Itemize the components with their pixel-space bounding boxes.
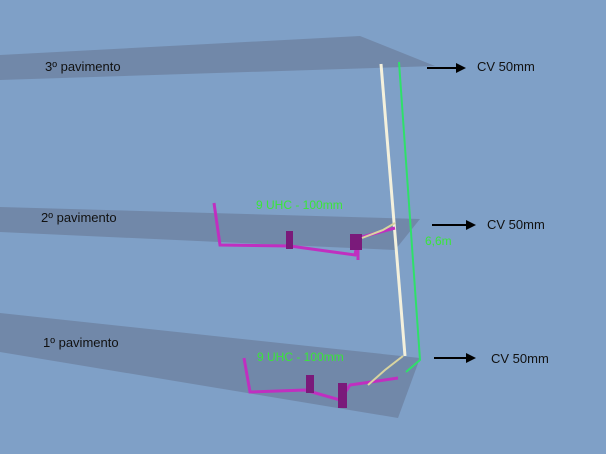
arrow-floor-2 xyxy=(432,220,476,230)
outlet-label-floor-3: CV 50mm xyxy=(477,59,535,74)
fixture-group-floor-1 xyxy=(242,355,404,408)
slab-floor-2 xyxy=(0,207,420,250)
outlet-label-floor-1: CV 50mm xyxy=(491,351,549,366)
slab-floor-3 xyxy=(0,36,435,80)
branch-pipe-floor-1 xyxy=(242,357,399,402)
connector-floor-1 xyxy=(367,355,404,386)
connector-floor-2 xyxy=(361,222,396,239)
fixture-floor-2-a xyxy=(286,231,293,249)
uhc-annotation-floor-2: 9 UHC - 100mm xyxy=(256,198,343,212)
label-floor-3: 3º pavimento xyxy=(45,59,121,74)
fixture-floor-2-b xyxy=(350,234,362,250)
arrow-floor-1 xyxy=(434,353,476,363)
slab-floor-1 xyxy=(0,313,420,418)
vent-stack-white xyxy=(379,63,407,357)
outlet-label-floor-2: CV 50mm xyxy=(487,217,545,232)
fixture-floor-1-b xyxy=(338,383,347,408)
vent-stack-green xyxy=(398,61,422,373)
fixture-group-floor-2 xyxy=(212,202,396,260)
fixture-floor-1-a xyxy=(306,375,314,393)
uhc-annotation-floor-1: 9 UHC - 100mm xyxy=(257,350,344,364)
label-floor-2: 2º pavimento xyxy=(41,210,117,225)
arrow-floor-3 xyxy=(427,63,466,73)
label-floor-1: 1º pavimento xyxy=(43,335,119,350)
height-annotation: 6,6m xyxy=(425,234,452,248)
